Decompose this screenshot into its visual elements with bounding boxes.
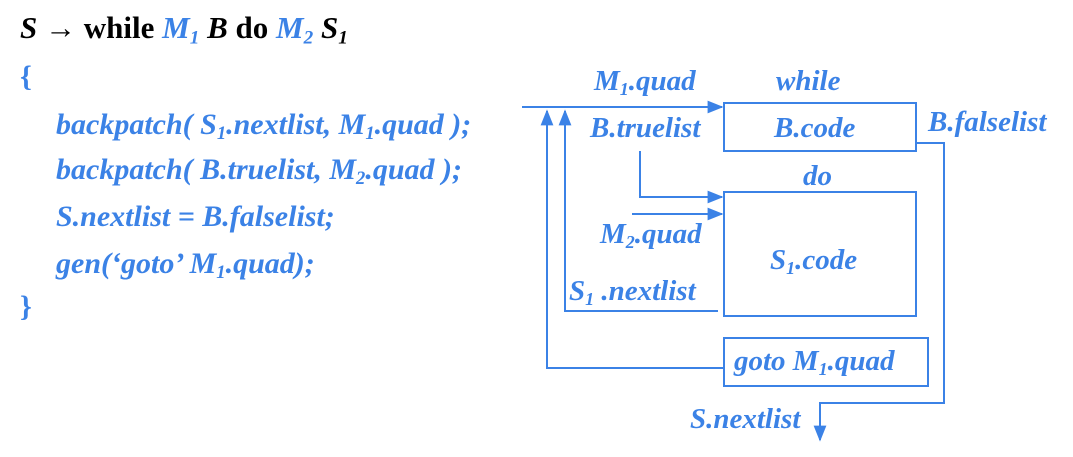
label-do: do xyxy=(803,160,832,192)
label-s-nextlist: S.nextlist xyxy=(690,403,801,435)
label-while: while xyxy=(776,65,841,97)
code-line-backpatch-b: backpatch( B.truelist, M2.quad ); xyxy=(56,153,462,190)
b-code-box xyxy=(723,102,917,152)
keyword-do: do xyxy=(235,10,269,45)
goto-back-arrow xyxy=(540,109,724,369)
label-m1-quad: M1.quad xyxy=(594,65,696,100)
label-m2-quad: M2.quad xyxy=(600,218,702,253)
truelist-arrow xyxy=(639,151,724,204)
code-line-gen-goto: gen(‘goto’ M1.quad); xyxy=(56,247,315,284)
label-s1-nextlist: S1 .nextlist xyxy=(569,275,696,310)
goto-box xyxy=(723,337,929,387)
label-b-falselist: B.falselist xyxy=(928,106,1047,138)
s1-code-box xyxy=(723,191,917,317)
label-s1-code: S1.code xyxy=(770,244,858,279)
label-b-truelist: B.truelist xyxy=(590,112,701,144)
falselist-arrow xyxy=(813,142,945,442)
code-line-assign-nextlist: S.nextlist = B.falselist; xyxy=(56,200,335,233)
production-b: B xyxy=(207,10,228,45)
keyword-while: while xyxy=(83,10,155,45)
production-m1: M1 xyxy=(162,10,200,49)
label-goto-m1-quad: goto M1.quad xyxy=(734,345,895,380)
production-header: S → while M1 B do M2 S1 xyxy=(20,10,348,49)
s1-nextlist-back-arrow xyxy=(558,109,718,312)
open-brace: { xyxy=(20,60,32,93)
production-s1: S1 xyxy=(320,10,348,49)
label-b-code: B.code xyxy=(774,112,856,144)
close-brace: } xyxy=(20,290,32,323)
production-m2: M2 xyxy=(276,10,314,49)
production-arrow: → xyxy=(45,10,76,45)
code-line-backpatch-s1: backpatch( S1.nextlist, M1.quad ); xyxy=(56,108,472,145)
production-lhs: S xyxy=(20,10,38,45)
